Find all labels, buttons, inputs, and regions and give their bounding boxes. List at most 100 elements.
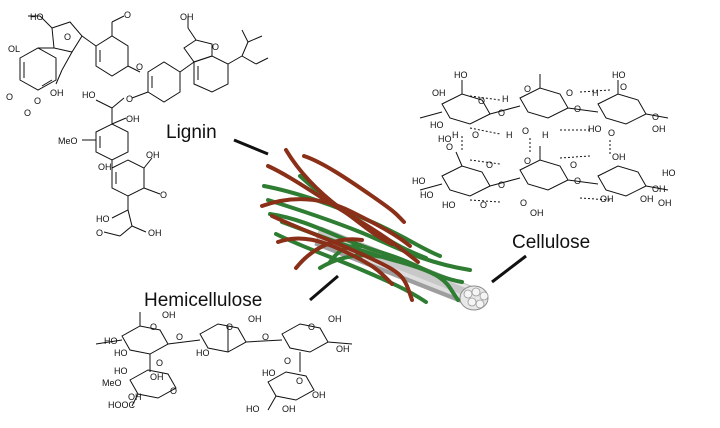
atom-label: OH: [328, 314, 342, 324]
atom-label: OH: [50, 88, 64, 98]
atom-label: H: [452, 130, 459, 140]
atom-label: O: [520, 198, 527, 208]
fiber-bundle: [260, 148, 489, 311]
atom-label: OH: [148, 228, 162, 238]
atom-label: HO: [412, 176, 426, 186]
atom-label: O: [284, 356, 291, 366]
atom-label: H: [506, 130, 513, 140]
atom-label: OH: [180, 12, 194, 22]
atom-label: O: [498, 180, 505, 190]
atom-label: O: [126, 94, 133, 104]
atom-label: HO: [420, 190, 434, 200]
atom-label: O: [136, 62, 143, 72]
atom-label: HO: [438, 134, 452, 144]
atom-label: OH: [336, 344, 350, 354]
atom-label: O: [226, 322, 233, 332]
atom-label: O: [498, 108, 505, 118]
atom-label: O: [472, 130, 479, 140]
atom-label: HO: [662, 168, 676, 178]
atom-label: HO: [104, 336, 118, 346]
atom-label: OH: [128, 392, 142, 402]
label-cellulose: Cellulose: [512, 232, 590, 253]
atom-label: O: [156, 358, 163, 368]
cellulose-structure: HO OH O H O O H O HO HO O O O OH HO O H …: [412, 70, 676, 218]
hemicellulose-structure: HO O OH O O O O HO HO OH O O OH HO MeO O…: [95, 310, 353, 414]
atom-label: O: [608, 128, 615, 138]
atom-label: HO: [114, 366, 128, 376]
leader-line-cellulose: [491, 254, 527, 284]
atom-label: HO: [612, 70, 626, 80]
atom-label: O: [24, 108, 31, 118]
atom-label: HO: [246, 404, 260, 414]
atom-label: OH: [312, 390, 326, 400]
atom-label: O: [446, 142, 453, 152]
atom-label: OH: [126, 114, 140, 124]
atom-label: H: [542, 130, 549, 140]
atom-label: O: [296, 376, 303, 386]
atom-label: HO: [82, 90, 96, 100]
leader-line-lignin: [233, 138, 269, 156]
atom-label: O: [566, 88, 573, 98]
atom-label: O: [524, 156, 531, 166]
label-lignin-group: Lignin: [166, 122, 269, 156]
atom-label: O: [524, 84, 531, 94]
atom-label: OH: [600, 194, 614, 204]
atom-label: O: [308, 322, 315, 332]
atom-label: O: [6, 92, 13, 102]
label-hemicellulose-group: Hemicellulose: [144, 274, 339, 311]
atom-label: HO: [588, 124, 602, 134]
atom-label: O: [124, 10, 131, 20]
atom-label: OL: [8, 44, 20, 54]
atom-label: OH: [162, 310, 176, 320]
atom-label: OH: [612, 152, 626, 162]
atom-label: HO: [196, 348, 210, 358]
atom-label: O: [486, 160, 493, 170]
atom-label: OH: [658, 198, 672, 208]
atom-label: O: [212, 42, 219, 52]
label-lignin: Lignin: [166, 122, 217, 143]
label-cellulose-group: Cellulose: [491, 232, 590, 284]
atom-label: O: [262, 332, 269, 342]
atom-label: OH: [530, 208, 544, 218]
atom-label: O: [478, 96, 485, 106]
atom-label: OH: [652, 184, 666, 194]
atom-label: HO: [454, 70, 468, 80]
atom-label: OH: [640, 194, 654, 204]
atom-label: O: [480, 200, 487, 210]
lignin-structure: HO OL O O O O OH O HO OH O OH MeO O OH O…: [6, 10, 269, 238]
atom-label: O: [170, 386, 177, 396]
atom-label: HO: [96, 214, 110, 224]
atom-label: HOOC: [108, 400, 136, 410]
leader-line-hemicellulose: [309, 274, 339, 302]
atom-label: H: [502, 94, 509, 104]
atom-label: HO: [442, 200, 456, 210]
atom-label: O: [620, 82, 627, 92]
atom-label: HO: [30, 12, 44, 22]
atom-label: O: [652, 112, 659, 122]
atom-label: OH: [146, 150, 160, 160]
atom-label: O: [64, 32, 71, 42]
atom-label: OH: [98, 162, 112, 172]
atom-label: OH: [432, 88, 446, 98]
atom-label: O: [570, 160, 577, 170]
atom-label: OH: [282, 404, 296, 414]
atom-label: O: [96, 228, 103, 238]
atom-label: MeO: [102, 378, 122, 388]
atom-label: O: [176, 332, 183, 342]
atom-label: O: [574, 176, 581, 186]
atom-label: O: [150, 322, 157, 332]
atom-label: O: [34, 96, 41, 106]
atom-label: MeO: [58, 136, 78, 146]
atom-label: HO: [430, 120, 444, 130]
atom-label: O: [574, 104, 581, 114]
atom-label: OH: [150, 372, 164, 382]
atom-label: O: [160, 190, 167, 200]
atom-label: HO: [114, 348, 128, 358]
lignin-strands: [260, 148, 420, 302]
atom-label: OH: [652, 124, 666, 134]
atom-label: O: [522, 126, 529, 136]
atom-label: HO: [262, 368, 276, 378]
atom-label: H: [592, 88, 599, 98]
label-hemicellulose: Hemicellulose: [144, 290, 262, 311]
